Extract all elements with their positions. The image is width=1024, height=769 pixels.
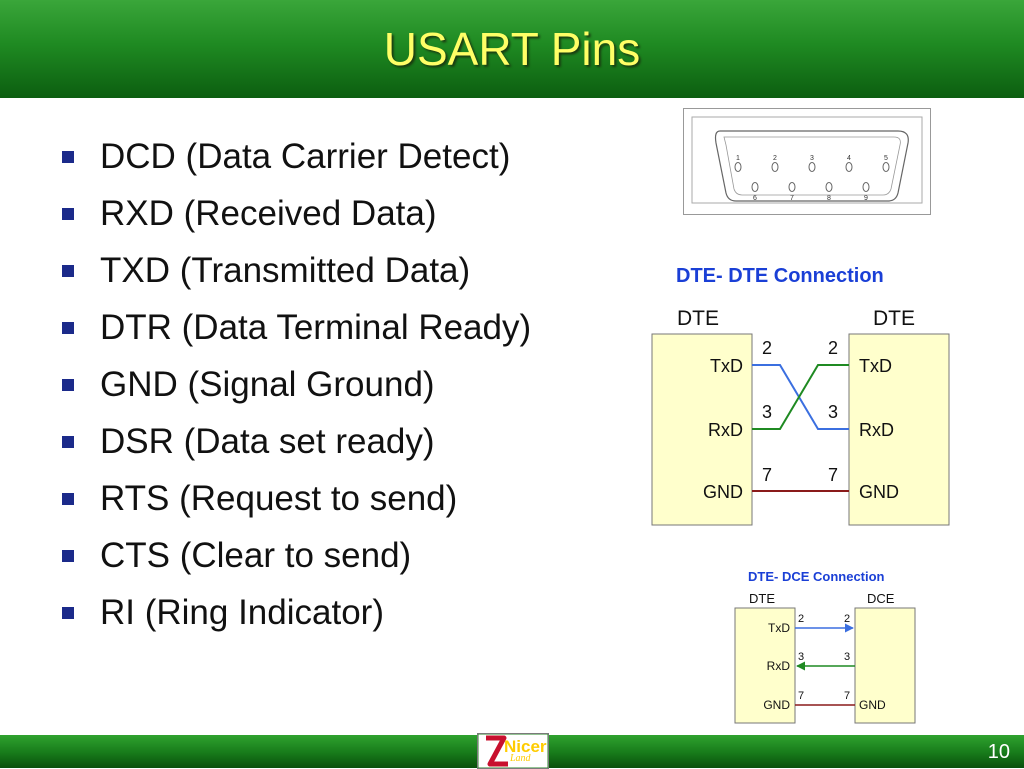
bullet-text: DSR (Data set ready) [100, 421, 435, 461]
pin-number: 7 [844, 690, 850, 702]
bullet-text: GND (Signal Ground) [100, 364, 435, 404]
connector-pin-number: 2 [773, 155, 777, 162]
connector-pin [882, 162, 890, 172]
title-bar [0, 0, 1024, 98]
bullet-item: GND (Signal Ground) [62, 356, 531, 413]
logo: Nicer Land [477, 733, 549, 769]
bullet-item: RTS (Request to send) [62, 470, 531, 527]
connector-pin-number: 6 [753, 195, 757, 202]
connector-pin [734, 162, 742, 172]
page-number: 10 [987, 741, 1010, 763]
bullet-text: RTS (Request to send) [100, 478, 458, 518]
connector-pin [862, 182, 870, 192]
bullet-text: RI (Ring Indicator) [100, 592, 384, 632]
dte-box [734, 607, 796, 724]
bullet-square-icon [62, 207, 74, 220]
logo-subtext: Land [510, 753, 531, 764]
signal-label-right: RxD [859, 420, 894, 440]
bullet-square-icon [62, 492, 74, 505]
signal-label-left: GND [703, 482, 743, 502]
signal-label-right: GND [859, 482, 899, 502]
connector-pin-number: 8 [827, 195, 831, 202]
connector-pin-number: 3 [810, 155, 814, 162]
connector-pin [771, 162, 779, 172]
connector-pin-number: 4 [847, 155, 851, 162]
connector-pin-number: 9 [864, 195, 868, 202]
bullet-square-icon [62, 549, 74, 562]
connector-pin [751, 182, 759, 192]
signal-label-left: GND [763, 698, 790, 712]
bullet-item: TXD (Transmitted Data) [62, 242, 531, 299]
dte-right-box [848, 333, 950, 526]
bullet-item: DCD (Data Carrier Detect) [62, 128, 531, 185]
bullet-item: CTS (Clear to send) [62, 527, 531, 584]
dte-dte-right-label: DTE [873, 307, 915, 330]
pin-number: 3 [798, 651, 804, 663]
db9-connector-figure: 1 2 3 4 5 6 7 8 9 [683, 108, 931, 215]
logo-mark-icon [478, 734, 548, 768]
signal-label-right: TxD [859, 356, 892, 376]
signal-label-right: GND [859, 698, 886, 712]
connector-pin-number: 1 [736, 155, 740, 162]
pin-number: 3 [762, 402, 772, 422]
logo-text: Nicer [504, 737, 547, 756]
pin-number: 3 [828, 402, 838, 422]
signal-label-left: TxD [768, 621, 790, 635]
bullet-item: DSR (Data set ready) [62, 413, 531, 470]
dte-dte-diagram: DTE- DTE Connection DTE DTE 2 2 3 3 7 7 … [651, 265, 950, 526]
bullet-text: CTS (Clear to send) [100, 535, 412, 575]
pin-number: 7 [762, 465, 772, 485]
dte-left-box [651, 333, 753, 526]
pin-number: 7 [798, 690, 804, 702]
connector-pin-number: 7 [790, 195, 794, 202]
bullet-text: RXD (Received Data) [100, 193, 437, 233]
bullet-square-icon [62, 435, 74, 448]
bullet-square-icon [62, 264, 74, 277]
dte-dte-left-label: DTE [677, 307, 719, 330]
pin-number: 7 [828, 465, 838, 485]
signal-label-left: RxD [708, 420, 743, 440]
connector-pin [825, 182, 833, 192]
bullet-square-icon [62, 606, 74, 619]
connector-pin [845, 162, 853, 172]
connector-pin [808, 162, 816, 172]
pin-number: 2 [828, 338, 838, 358]
bullet-text: DTR (Data Terminal Ready) [100, 307, 532, 347]
bullet-square-icon [62, 378, 74, 391]
bullet-text: DCD (Data Carrier Detect) [100, 136, 511, 176]
dte-dce-diagram: DTE- DCE Connection DTE DCE 2 2 3 3 7 7 … [734, 569, 916, 724]
db9-connector-drawing: 1 2 3 4 5 6 7 8 9 [691, 116, 923, 204]
bullet-text: TXD (Transmitted Data) [100, 250, 471, 290]
bullet-list: DCD (Data Carrier Detect) RXD (Received … [62, 128, 531, 641]
dte-dce-right-label: DCE [867, 591, 895, 606]
bullet-square-icon [62, 321, 74, 334]
connector-pin-number: 5 [884, 155, 888, 162]
pin-number: 2 [844, 613, 850, 625]
pin-number: 3 [844, 651, 850, 663]
wire-rxd-to-txd [752, 364, 849, 430]
bullet-item: RI (Ring Indicator) [62, 584, 531, 641]
dte-dce-title: DTE- DCE Connection [748, 569, 885, 584]
bullet-item: DTR (Data Terminal Ready) [62, 299, 531, 356]
pin-number: 2 [798, 613, 804, 625]
connector-pin [788, 182, 796, 192]
slide-title: USART Pins [383, 23, 641, 75]
pin-number: 2 [762, 338, 772, 358]
signal-label-left: RxD [767, 659, 791, 673]
dte-dce-left-label: DTE [749, 591, 775, 606]
dte-dte-title: DTE- DTE Connection [676, 265, 884, 287]
bullet-item: RXD (Received Data) [62, 185, 531, 242]
bullet-square-icon [62, 150, 74, 163]
signal-label-left: TxD [710, 356, 743, 376]
